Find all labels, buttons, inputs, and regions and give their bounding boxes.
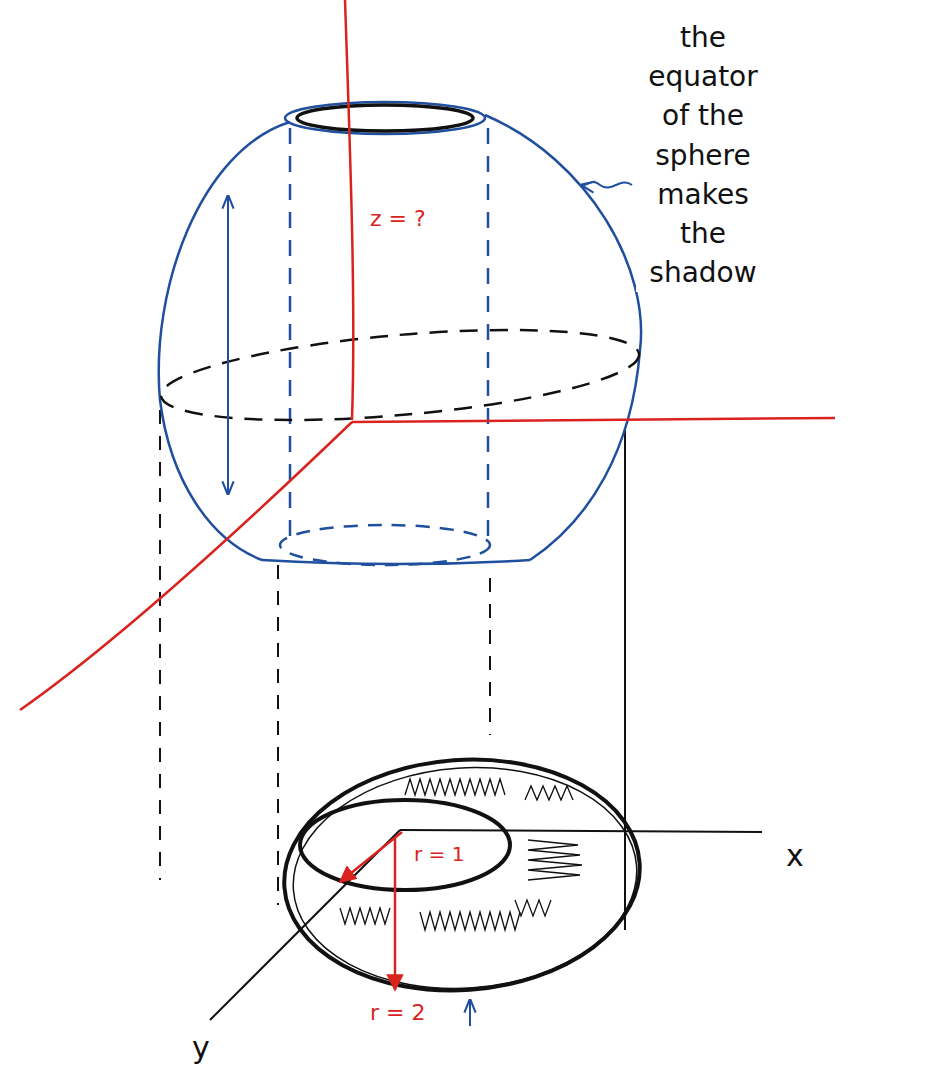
axes-2d bbox=[210, 830, 762, 1020]
radius-label: r = 1 bbox=[412, 842, 466, 866]
projection-lines bbox=[160, 410, 625, 930]
equator bbox=[157, 314, 642, 436]
radius-arrow bbox=[340, 832, 402, 882]
note-pointer bbox=[582, 182, 632, 187]
radius-label: r = 2 bbox=[368, 1000, 427, 1026]
hole-top bbox=[297, 105, 473, 131]
note-text: the equator of the sphere makes the shad… bbox=[636, 18, 770, 292]
cylinder-walls bbox=[290, 128, 488, 540]
radius-arrow bbox=[394, 838, 397, 990]
axis-label: x bbox=[784, 838, 806, 874]
axes-3d bbox=[20, 0, 835, 710]
sphere-outline bbox=[159, 102, 641, 565]
pointer-mark bbox=[469, 1000, 471, 1026]
axis-label: y bbox=[190, 1030, 212, 1066]
shadow-annulus bbox=[276, 748, 647, 1002]
axis-label: z = ? bbox=[368, 206, 428, 232]
height-arrow bbox=[227, 196, 229, 494]
